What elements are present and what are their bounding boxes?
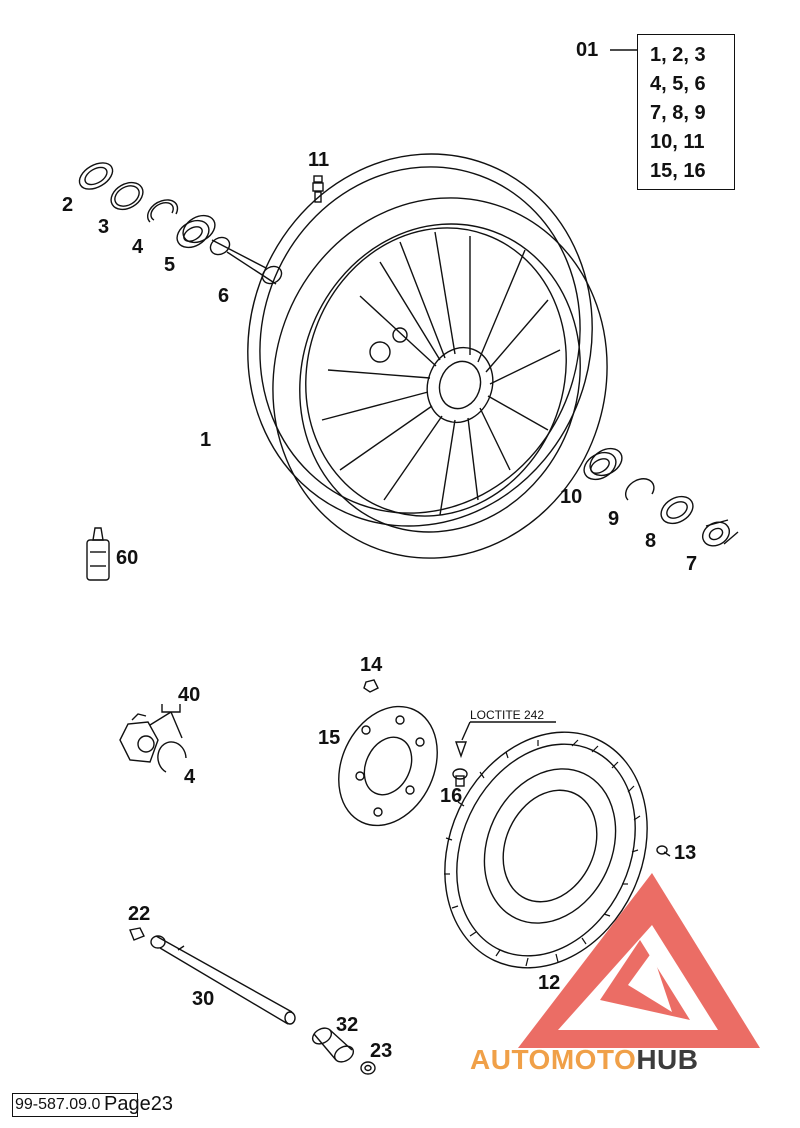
watermark-text: AUTOMOTOHUB (470, 1046, 698, 1074)
callout-7: 7 (686, 553, 698, 575)
spacer-tube-part-6 (209, 236, 283, 285)
kit-row: 15, 16 (650, 160, 706, 182)
seal-part-10 (583, 447, 623, 481)
callout-4b: 4 (184, 766, 196, 788)
disc-carrier-part-15 (338, 705, 438, 827)
callout-2: 2 (62, 194, 74, 216)
bolt-part-16 (452, 768, 468, 787)
bolt-part-13 (656, 845, 671, 857)
spacer-part-32 (311, 1027, 355, 1063)
brake-disc-part-12 (444, 731, 648, 969)
watermark-logo (518, 873, 760, 1048)
valve-part-11 (312, 175, 324, 203)
document-code: 99-587.09.0 (12, 1093, 138, 1117)
ring-part-3 (110, 181, 144, 211)
callout-6: 6 (218, 285, 230, 307)
nut-part-22 (129, 927, 145, 941)
callout-14: 14 (360, 654, 383, 676)
speedo-drive-part-40 (119, 704, 183, 763)
callout-30: 30 (192, 988, 215, 1010)
loctite-bottle-part-60 (86, 527, 110, 581)
kit-row: 10, 11 (650, 131, 705, 153)
callout-60: 60 (116, 547, 139, 569)
wheel-part-1 (247, 153, 608, 559)
callout-40: 40 (178, 684, 201, 706)
callout-4: 4 (132, 236, 144, 258)
kit-contents-box: 1, 2, 3 4, 5, 6 7, 8, 9 10, 11 15, 16 (637, 34, 735, 190)
callout-8: 8 (645, 530, 657, 552)
kit-row: 4, 5, 6 (650, 73, 706, 95)
callout-3: 3 (98, 216, 110, 238)
callout-15: 15 (318, 727, 341, 749)
nut-part-14 (363, 679, 379, 693)
spacer-part-7 (701, 519, 739, 547)
bearing-part-5 (176, 214, 216, 249)
circlip-part-9 (625, 478, 655, 501)
circlip-part-4b (157, 741, 187, 773)
callout-1: 1 (200, 429, 212, 451)
watermark-text-part1: AUTOMOTO (470, 1044, 637, 1075)
callout-10: 10 (560, 486, 583, 508)
callout-23: 23 (370, 1040, 393, 1062)
kit-row: 1, 2, 3 (650, 44, 706, 66)
loctite-note: LOCTITE 242 (470, 708, 545, 722)
callout-13: 13 (674, 842, 697, 864)
callout-16: 16 (440, 785, 463, 807)
watermark-text-part2: HUB (636, 1044, 699, 1075)
page-number: Page23 (104, 1093, 173, 1115)
seal-part-2 (78, 162, 114, 190)
callout-9: 9 (608, 508, 620, 530)
loctite-note-leader (455, 721, 556, 759)
kit-row: 7, 8, 9 (650, 102, 706, 124)
callout-11: 11 (308, 149, 330, 171)
nut-part-23 (360, 1061, 376, 1075)
callout-5: 5 (164, 254, 176, 276)
callout-32: 32 (336, 1014, 359, 1036)
callout-12: 12 (538, 972, 561, 994)
axle-part-30 (150, 935, 296, 1025)
kit-number-label: 01 (576, 39, 599, 61)
circlip-part-4 (147, 199, 179, 223)
callout-22: 22 (128, 903, 151, 925)
ring-part-8 (660, 495, 694, 525)
